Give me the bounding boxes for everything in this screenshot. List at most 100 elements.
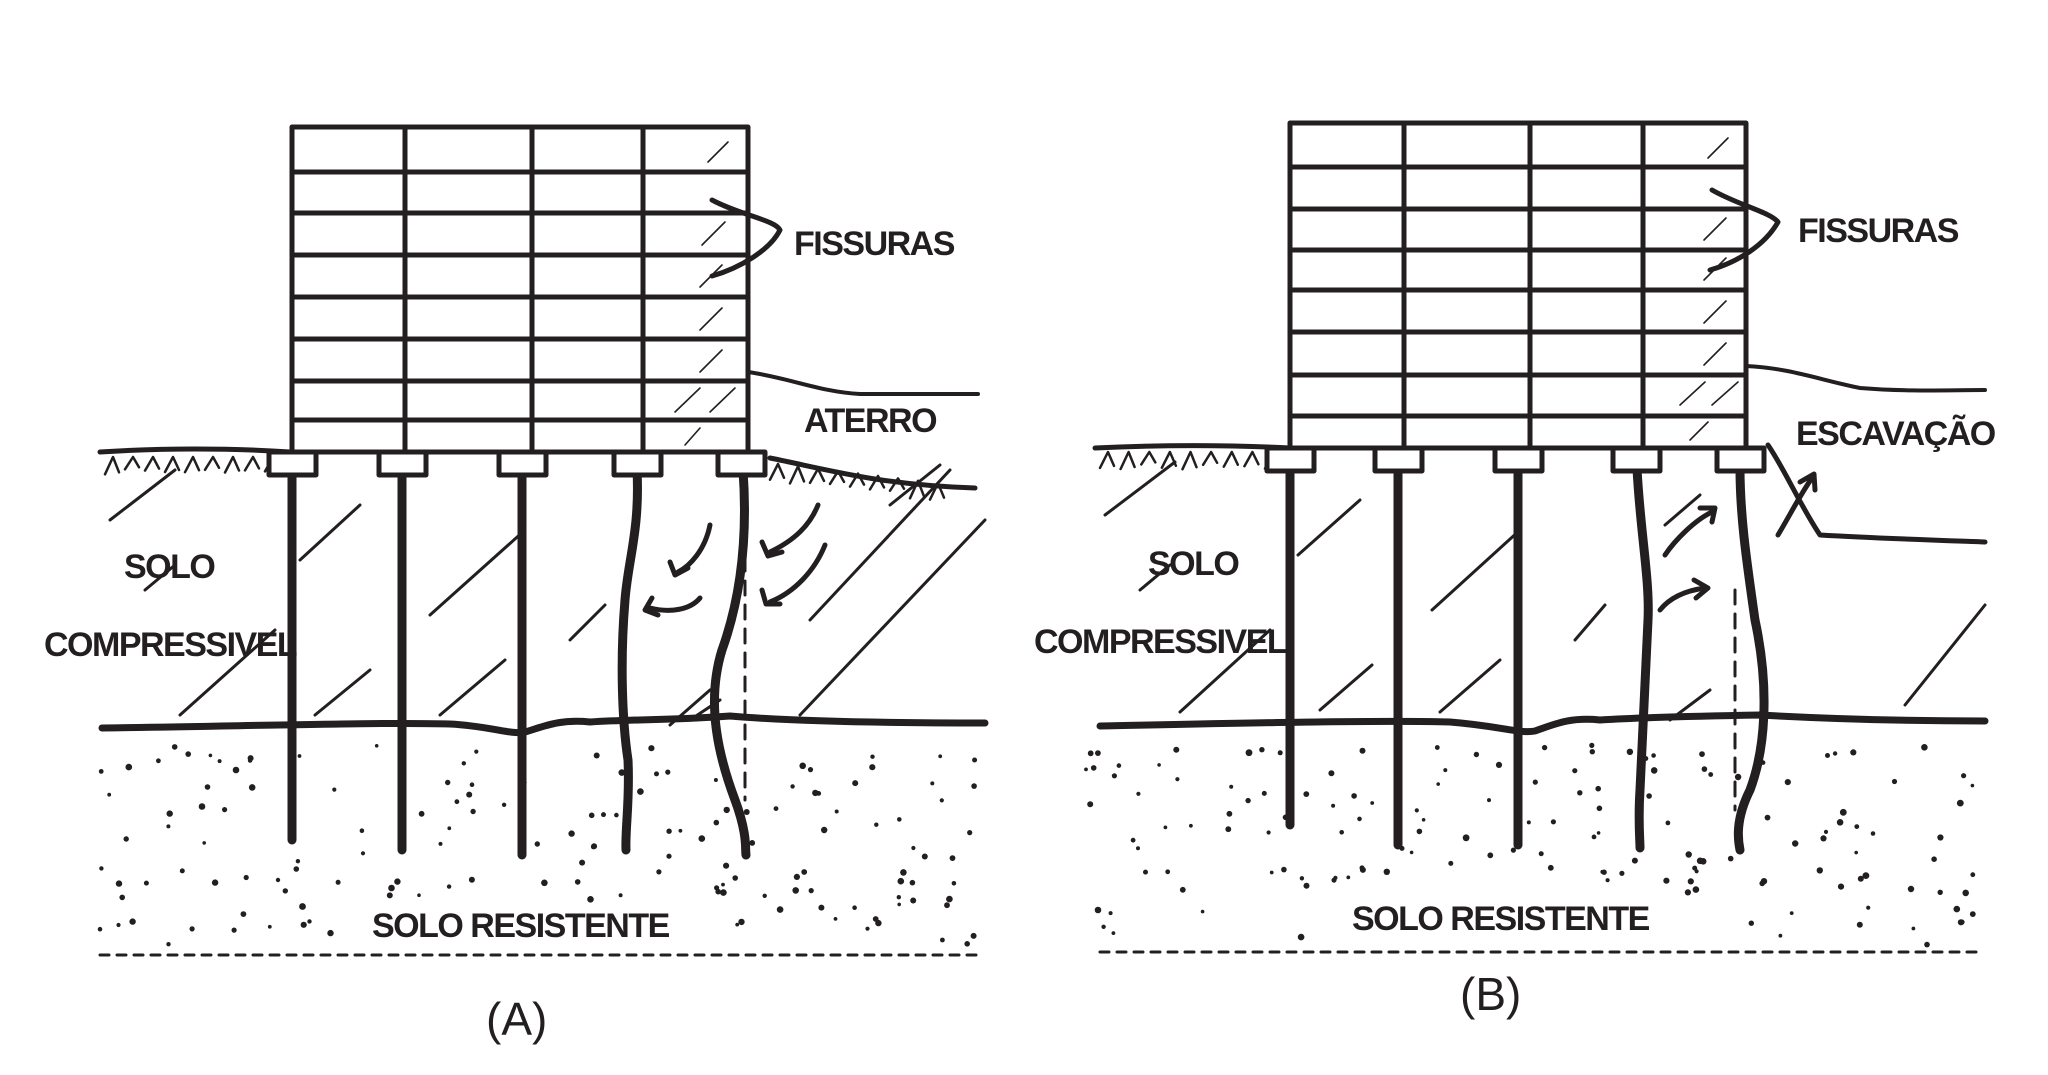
- surface-hatch: [103, 455, 946, 501]
- grass-hatch: [103, 455, 121, 476]
- soil-dot: [171, 744, 178, 750]
- soil-dot: [1259, 747, 1265, 753]
- soil-dot: [438, 841, 443, 846]
- soil-dot: [388, 884, 395, 892]
- firm-soil-hatch: [1084, 742, 1976, 948]
- soil-dot: [743, 809, 750, 815]
- soil-dot: [1820, 835, 1827, 842]
- soil-dot: [1173, 746, 1180, 753]
- piles: [287, 465, 751, 860]
- soil-dot: [808, 888, 814, 894]
- soil-dot: [1937, 889, 1943, 895]
- panel-b: FISSURAS ESCAVAÇÃO SOLO COMPRESSIVEL SOL…: [1034, 120, 1997, 1020]
- label-firm-soil: SOLO RESISTENTE: [372, 907, 670, 945]
- soil-dot: [468, 876, 475, 883]
- pile-cap: [376, 449, 429, 478]
- soil-dot: [1921, 744, 1928, 751]
- soil-dot: [678, 828, 683, 833]
- strata-boundary: [1096, 711, 1989, 736]
- soil-dot: [1701, 766, 1708, 772]
- excavation-profile: [1765, 442, 1988, 545]
- soil-dot: [166, 810, 173, 817]
- soil-dot: [1541, 744, 1548, 751]
- soft-soil-hatch: [108, 463, 987, 727]
- soil-dot: [185, 751, 191, 757]
- grass-hatch: [1201, 450, 1219, 467]
- soil-dot: [1245, 797, 1251, 804]
- soil-dot: [474, 749, 479, 754]
- soil-dot: [732, 875, 738, 881]
- soil-dot: [461, 761, 466, 766]
- cracks-leader: [709, 197, 783, 279]
- grass-hatch: [848, 472, 866, 488]
- soil-dot: [1931, 856, 1937, 862]
- soil-dot: [910, 897, 917, 904]
- soil-dot: [232, 766, 240, 774]
- soil-dot: [1596, 805, 1603, 812]
- grass-hatch: [1098, 450, 1116, 470]
- soil-dot: [125, 763, 133, 771]
- caption-b: (B): [1460, 968, 1521, 1020]
- soil-dot: [874, 822, 879, 827]
- soil-dot: [1823, 829, 1829, 835]
- soil-dot: [1414, 808, 1419, 813]
- soil-dot: [1245, 749, 1253, 757]
- soil-dot: [119, 894, 125, 901]
- soil-dot: [1261, 790, 1267, 796]
- soil-dot: [1303, 882, 1310, 889]
- soil-dot: [454, 799, 460, 805]
- label-firm-soil: SOLO RESISTENTE: [1352, 900, 1650, 938]
- soil-dot: [648, 745, 655, 752]
- soil-dot: [240, 911, 247, 917]
- soil-dot: [1487, 852, 1494, 859]
- soil-dot: [1116, 763, 1122, 768]
- soil-dot: [1687, 878, 1694, 885]
- soil-dot: [735, 922, 740, 927]
- soil-dot: [1532, 779, 1538, 785]
- excavation-top-line: [1744, 364, 1987, 393]
- soil-dot: [307, 919, 312, 924]
- soil-dot: [1443, 768, 1448, 773]
- soil-dot: [568, 830, 575, 837]
- soil-dot: [972, 757, 978, 763]
- soil-dot: [1547, 864, 1554, 871]
- soil-dot: [971, 783, 977, 789]
- soil-dot: [949, 855, 956, 861]
- soil-dot: [821, 826, 828, 834]
- soil-dot: [1646, 793, 1652, 799]
- soil-dot: [1631, 857, 1638, 864]
- pile-bent: [617, 465, 642, 855]
- soil-dot: [1357, 816, 1362, 822]
- caption-a: (A): [486, 993, 547, 1045]
- grass-hatch: [143, 455, 161, 472]
- soil-dot: [129, 918, 136, 925]
- soil-dot: [300, 921, 307, 928]
- soil-dot: [970, 932, 977, 939]
- soil-dot: [1784, 779, 1791, 786]
- soil-dot: [721, 882, 725, 887]
- soil-dot: [900, 869, 907, 876]
- pile-caps: [266, 449, 768, 478]
- label-soft-soil-1: SOLO: [1148, 545, 1239, 583]
- soil-dot: [591, 843, 598, 850]
- soil-dot: [143, 880, 149, 886]
- soil-dot: [812, 789, 819, 797]
- soil-dot: [1359, 747, 1366, 754]
- soil-dot: [275, 877, 281, 883]
- soil-dot: [713, 819, 720, 826]
- soil-dot: [295, 859, 301, 864]
- grass-hatch: [1181, 450, 1198, 471]
- soil-dot: [1764, 814, 1771, 821]
- grass-hatch: [223, 455, 241, 474]
- soil-dot: [1961, 773, 1967, 779]
- pile-cap: [1264, 445, 1317, 474]
- pile-bent: [1632, 463, 1653, 853]
- soil-dot: [418, 810, 425, 817]
- soil-dot: [1225, 826, 1232, 833]
- soil-dot: [1778, 933, 1783, 938]
- soil-dot: [1281, 866, 1287, 873]
- soil-dot: [332, 787, 337, 792]
- soil-dot: [1596, 831, 1601, 835]
- soil-dot: [243, 874, 249, 881]
- soil-dot: [579, 859, 586, 866]
